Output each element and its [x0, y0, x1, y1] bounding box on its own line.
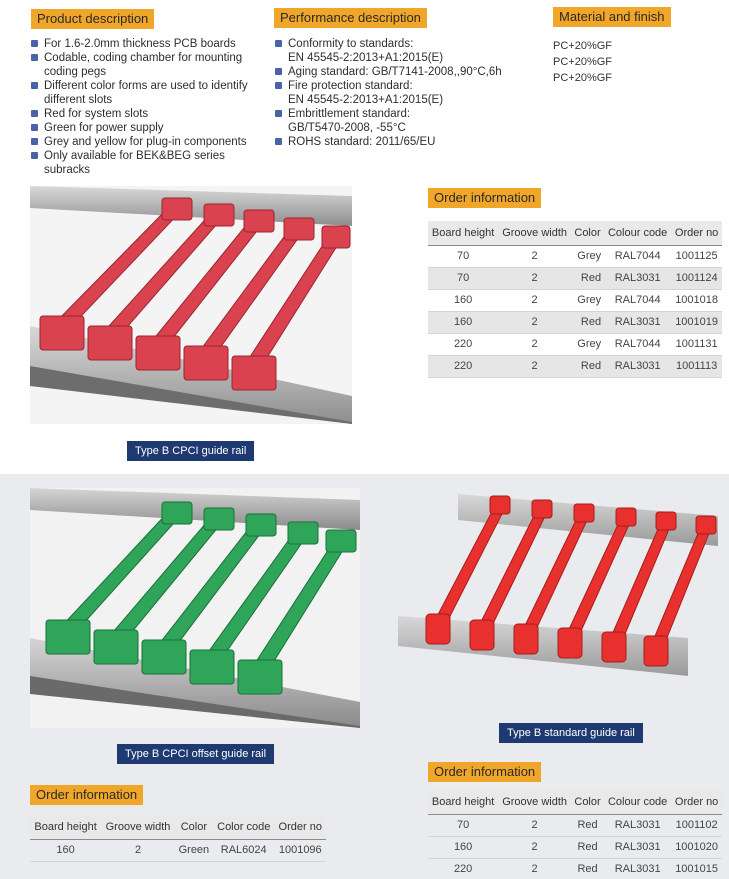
- column-header: Order no: [671, 790, 722, 815]
- material-line: PC+20%GF: [553, 72, 612, 84]
- list-item: Grey and yellow for plug-in components: [30, 135, 270, 149]
- order-table-standard: Board height Groove width Color Colour c…: [428, 790, 722, 879]
- table-header-row: Board height Groove width Color Colour c…: [428, 221, 722, 246]
- order-information-heading: Order information: [428, 762, 542, 782]
- cpci-offset-guide-rail-photo: [30, 488, 360, 728]
- table-header-row: Board height Groove width Color Color co…: [30, 815, 326, 840]
- order-table-cpci: Board height Groove width Color Colour c…: [428, 221, 722, 378]
- column-header: Groove width: [498, 790, 571, 815]
- column-header: Order no: [274, 815, 326, 840]
- order-information-heading: Order information: [428, 188, 542, 208]
- order-table-cpci-offset: Board height Groove width Color Color co…: [30, 815, 326, 862]
- column-header: Board height: [30, 815, 102, 840]
- bullet-square-icon: [31, 54, 38, 61]
- table-header-row: Board height Groove width Color Colour c…: [428, 790, 722, 815]
- list-item: Green for power supply: [30, 121, 270, 135]
- column-header: Color: [570, 790, 605, 815]
- bullet-square-icon: [31, 110, 38, 117]
- list-item: For 1.6-2.0mm thickness PCB boards: [30, 37, 270, 51]
- column-header: Colour code: [604, 790, 672, 815]
- list-item: Codable, coding chamber for mounting cod…: [30, 51, 270, 79]
- list-item: Fire protection standard:EN 45545-2:2013…: [274, 79, 536, 107]
- order-information-heading: Order information: [30, 785, 144, 805]
- list-item: Embrittlement standard: GB/T5470-2008, -…: [274, 107, 536, 135]
- bullet-square-icon: [31, 124, 38, 131]
- standard-guide-rail-caption: Type B standard guide rail: [499, 723, 643, 743]
- column-header: Colour code: [604, 221, 672, 246]
- list-item: Different color forms are used to identi…: [30, 79, 270, 107]
- list-item: Red for system slots: [30, 107, 270, 121]
- bullet-square-icon: [275, 68, 282, 75]
- bullet-square-icon: [31, 152, 38, 159]
- product-description-list: For 1.6-2.0mm thickness PCB boards Codab…: [30, 37, 270, 177]
- bullet-square-icon: [275, 82, 282, 89]
- list-item: ROHS standard: 2011/65/EU: [274, 135, 536, 149]
- bullet-square-icon: [31, 138, 38, 145]
- column-header: Groove width: [498, 221, 571, 246]
- standard-guide-rail-photo: [398, 494, 718, 676]
- product-description-heading: Product description: [31, 9, 155, 29]
- column-header: Board height: [428, 790, 499, 815]
- bullet-square-icon: [31, 40, 38, 47]
- column-header: Color code: [212, 815, 275, 840]
- column-header: Color: [570, 221, 605, 246]
- bullet-square-icon: [275, 110, 282, 117]
- material-line: PC+20%GF: [553, 40, 612, 52]
- material-finish-heading: Material and finish: [553, 7, 671, 27]
- bullet-square-icon: [275, 40, 282, 47]
- material-line: PC+20%GF: [553, 56, 612, 68]
- cpci-guide-rail-photo: [30, 186, 352, 424]
- column-header: Order no: [671, 221, 722, 246]
- bullet-square-icon: [275, 138, 282, 145]
- list-item: Only available for BEK&BEG series subrac…: [30, 149, 270, 177]
- performance-description-list: Conformity to standards:EN 45545-2:2013+…: [274, 37, 536, 149]
- bullet-square-icon: [31, 82, 38, 89]
- cpci-offset-guide-rail-caption: Type B CPCI offset guide rail: [117, 744, 275, 764]
- list-item: Conformity to standards:EN 45545-2:2013+…: [274, 37, 536, 65]
- column-header: Groove width: [101, 815, 175, 840]
- performance-description-heading: Performance description: [274, 8, 427, 28]
- column-header: Color: [174, 815, 213, 840]
- column-header: Board height: [428, 221, 499, 246]
- list-item: Aging standard: GB/T7141-2008,,90°C,6h: [274, 65, 536, 79]
- material-list: PC+20%GF PC+20%GF PC+20%GF: [553, 38, 612, 86]
- cpci-guide-rail-caption: Type B CPCI guide rail: [127, 441, 255, 461]
